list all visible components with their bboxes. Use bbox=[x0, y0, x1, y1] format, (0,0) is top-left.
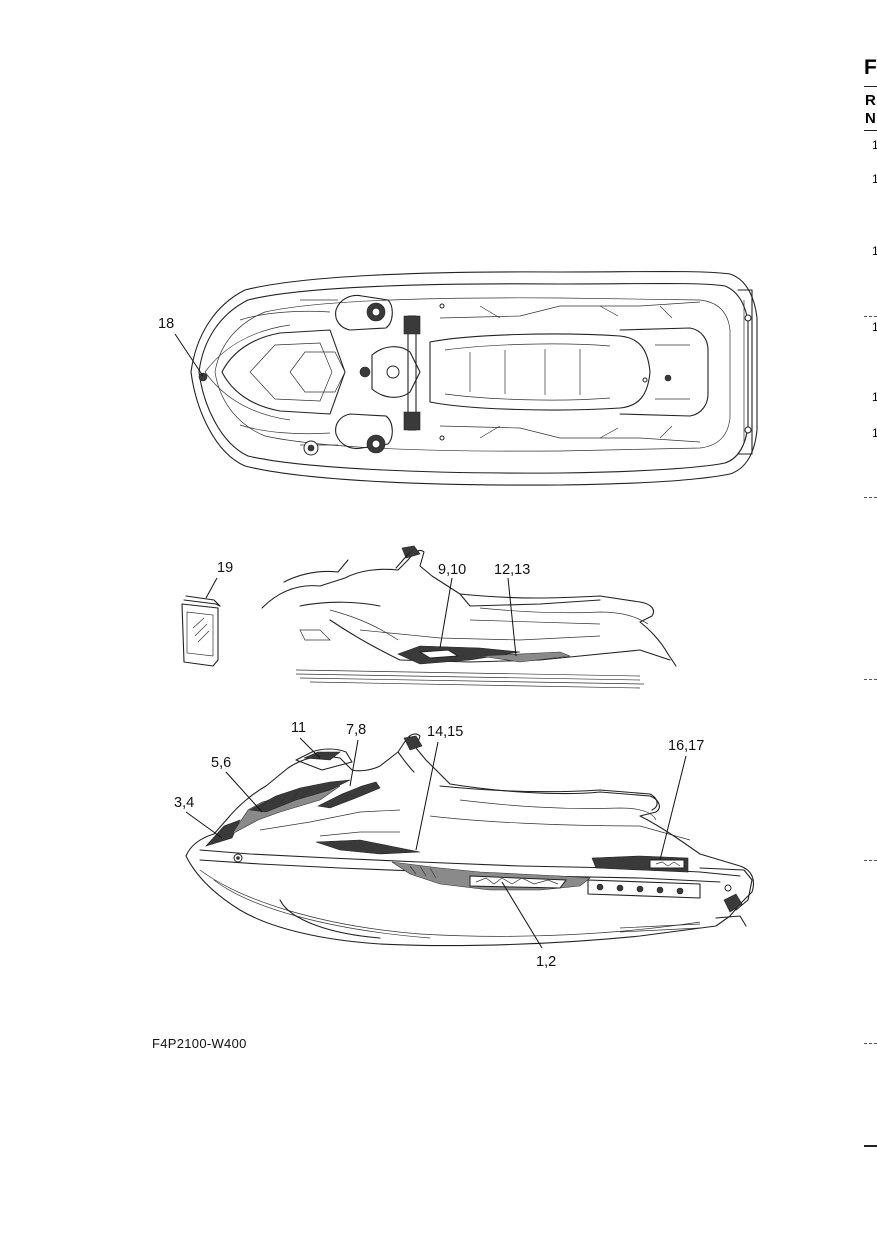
edge-header-line-1: R bbox=[865, 92, 876, 109]
callout-1-2: 1,2 bbox=[536, 954, 556, 970]
side-view-partial-watercraft bbox=[261, 545, 677, 689]
callout-7-8: 7,8 bbox=[346, 722, 366, 738]
side-view-full-watercraft bbox=[185, 733, 755, 947]
edge-row-number: 1 bbox=[872, 172, 877, 186]
edge-row-number: 1 bbox=[872, 138, 877, 152]
callout-9-10: 9,10 bbox=[438, 562, 466, 578]
edge-dash bbox=[864, 679, 877, 680]
callout-11: 11 bbox=[291, 720, 306, 736]
edge-rule bbox=[864, 86, 877, 87]
edge-row-number: 1 bbox=[872, 320, 877, 334]
leader-lines bbox=[174, 333, 687, 949]
callout-16-17: 16,17 bbox=[668, 738, 704, 754]
callout-14-15: 14,15 bbox=[427, 724, 463, 740]
edge-row-number: 1 bbox=[872, 426, 877, 440]
edge-heading-letter: F bbox=[864, 56, 877, 79]
edge-header-line-2: N bbox=[865, 110, 876, 127]
edge-rule bbox=[864, 130, 877, 131]
callout-19: 19 bbox=[217, 560, 233, 576]
edge-dash bbox=[864, 860, 877, 861]
callout-18: 18 bbox=[158, 316, 174, 332]
edge-dash bbox=[864, 1043, 877, 1044]
edge-dash bbox=[864, 497, 877, 498]
callout-3-4: 3,4 bbox=[174, 795, 194, 811]
callout-labels: 18 19 9,10 12,13 11 7,8 14,15 16,17 5,6 … bbox=[158, 316, 704, 970]
callout-5-6: 5,6 bbox=[211, 755, 231, 771]
callout-12-13: 12,13 bbox=[494, 562, 530, 578]
figure-code: F4P2100-W400 bbox=[152, 1036, 247, 1051]
edge-rule bbox=[864, 1145, 877, 1147]
edge-row-number: 1 bbox=[872, 244, 877, 258]
sticker-booklet-illustration bbox=[181, 595, 221, 667]
edge-dash bbox=[864, 316, 877, 317]
top-view-watercraft bbox=[190, 270, 758, 486]
edge-row-number: 1 bbox=[872, 390, 877, 404]
